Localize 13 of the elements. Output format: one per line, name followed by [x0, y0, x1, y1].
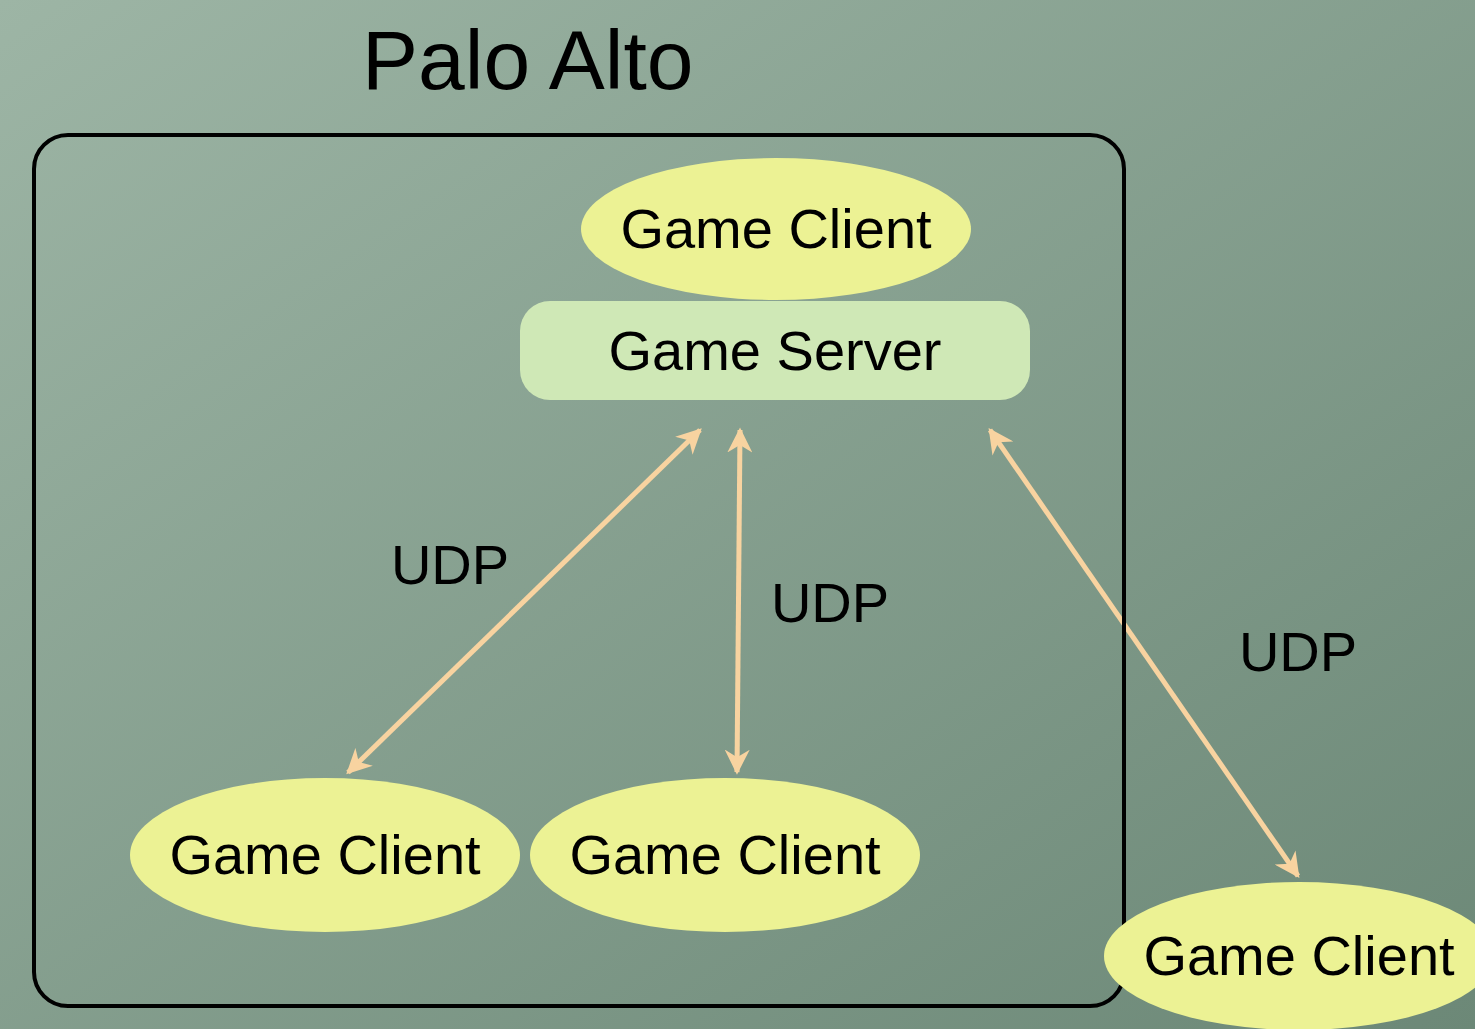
node-label: Game Client [169, 823, 481, 887]
double-arrow [987, 427, 1301, 879]
double-arrow [724, 427, 753, 775]
node-label: Game Server [608, 318, 942, 383]
edge-label: UDP [390, 533, 510, 597]
node-label: Game Client [1143, 924, 1455, 988]
node-label: Game Client [620, 197, 932, 261]
region-title: Palo Alto [362, 12, 694, 109]
edge-label: UDP [1238, 620, 1358, 684]
server-box [520, 301, 1030, 400]
double-arrow [346, 428, 702, 775]
node-label: Game Client [569, 823, 881, 887]
edge-label: UDP [770, 571, 890, 635]
